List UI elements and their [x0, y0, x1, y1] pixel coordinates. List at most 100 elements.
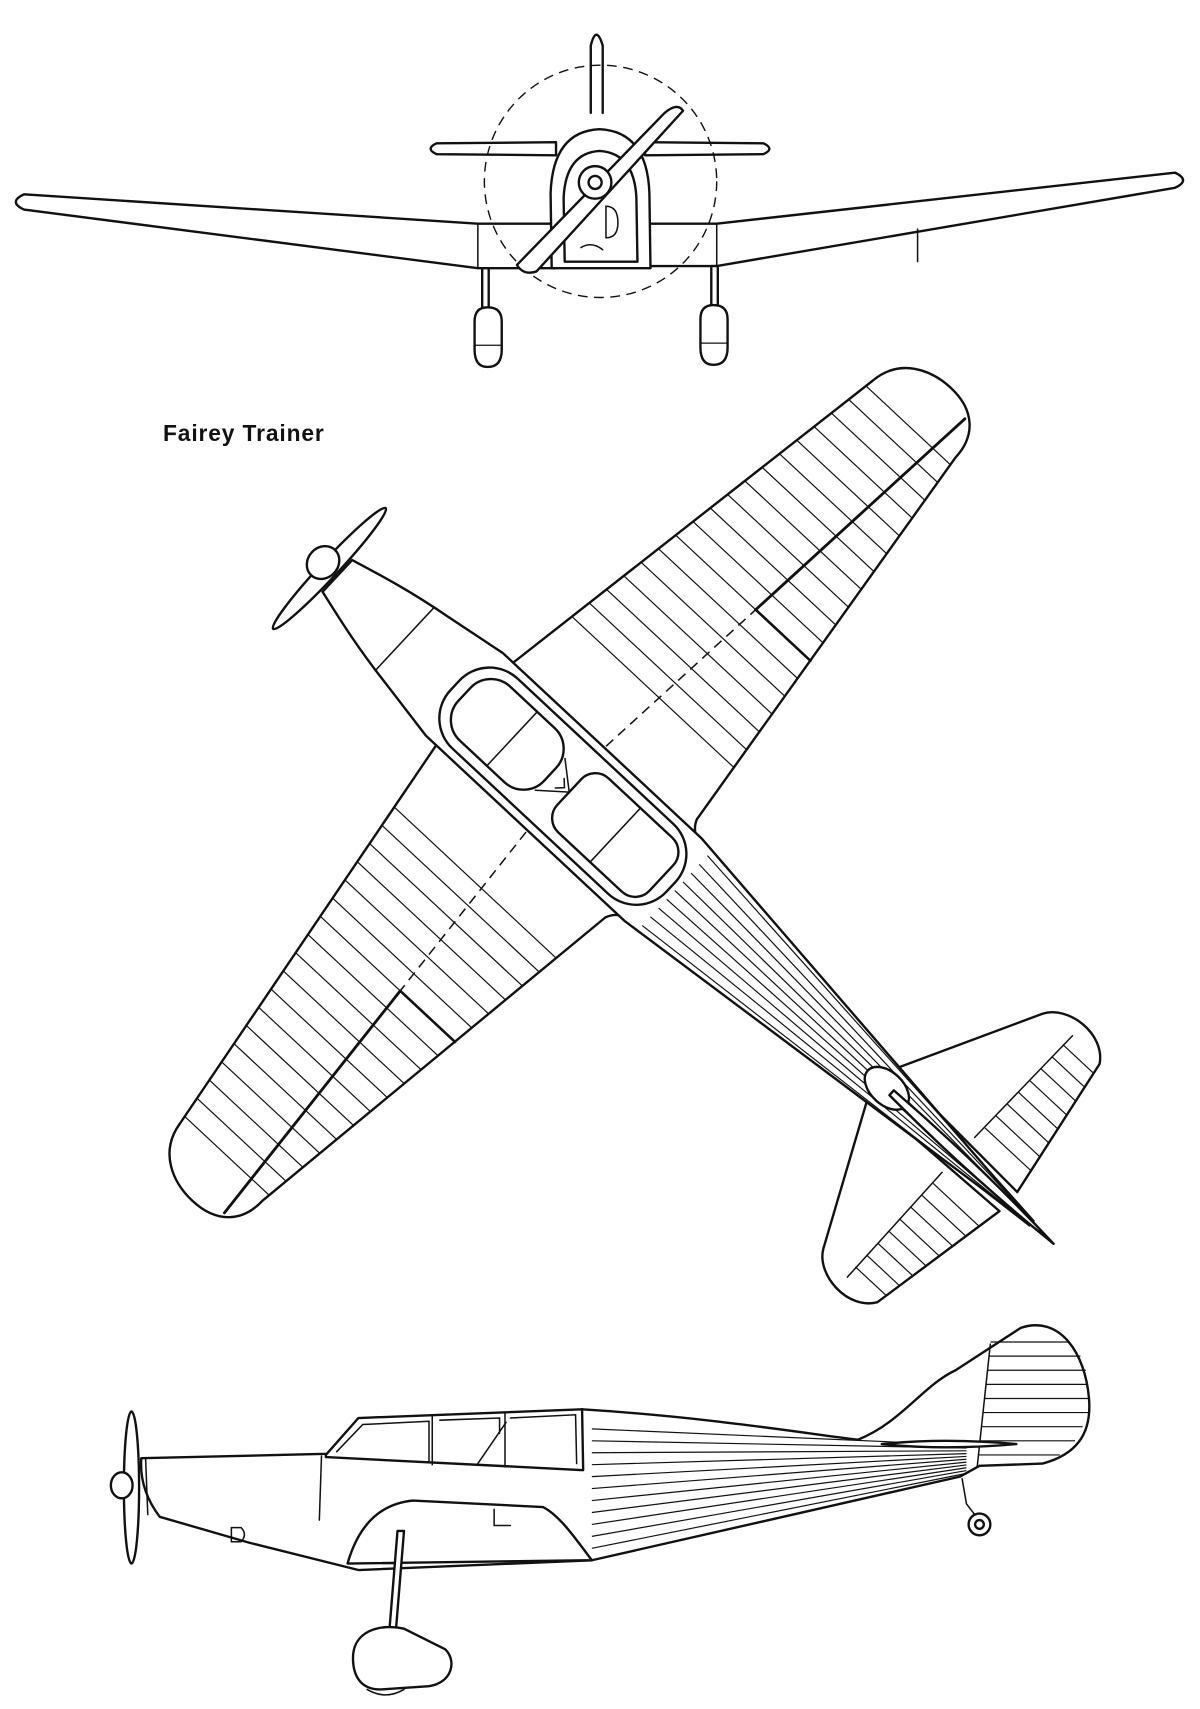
plan-spar-right	[605, 609, 757, 747]
side-cowl-panel	[230, 1526, 246, 1543]
front-spinner-hub	[587, 174, 603, 191]
wing-rib	[709, 507, 837, 626]
wing-rib	[796, 439, 900, 537]
front-wing-left	[14, 193, 558, 270]
front-wheel-spat-right	[699, 303, 729, 367]
plan-elevator-hinge-left	[846, 1171, 943, 1278]
elevator-rib	[877, 1242, 914, 1277]
plan-windscreen	[534, 757, 571, 793]
plan-stabilizer-right	[893, 1011, 1102, 1194]
front-fin	[589, 33, 604, 115]
wing-rib	[813, 426, 913, 519]
wing-rib	[393, 806, 557, 959]
elevator-rib	[910, 1206, 953, 1247]
side-canopy	[324, 1408, 585, 1472]
front-cowl-panel	[605, 205, 619, 239]
side-tailwheel-leg	[961, 1478, 979, 1519]
side-fuselage-stringers	[591, 1428, 967, 1549]
side-wing-fillet-line	[493, 1508, 512, 1527]
wing-rib	[196, 1097, 287, 1182]
side-rudder-ribs	[978, 1341, 1090, 1456]
wing-rib	[270, 988, 388, 1098]
fuselage-stringer	[698, 863, 1035, 1223]
side-rear-windscreen	[439, 1417, 507, 1465]
fuselage-stringer	[641, 925, 1031, 1227]
wing-rib	[208, 1079, 304, 1168]
plan-elevator-hinge-right	[973, 1034, 1074, 1139]
front-gear-leg-left	[480, 266, 490, 311]
side-stabilizer-front	[880, 1439, 1018, 1449]
plan-canopy-frame	[589, 807, 642, 863]
wing-rib	[848, 399, 939, 483]
wing-rib	[727, 494, 849, 608]
plan-aileron-end-right	[754, 608, 812, 663]
side-wheel-tyre	[366, 1688, 405, 1696]
fuselage-stringer	[591, 1450, 967, 1454]
wing-rib	[571, 616, 735, 768]
wing-rib	[295, 952, 422, 1071]
wing-rib	[184, 1116, 270, 1196]
wing-rib	[221, 1061, 321, 1154]
wing-rib	[779, 453, 888, 555]
wing-rib	[744, 480, 862, 590]
elevator-rib	[888, 1230, 927, 1267]
side-canopy-rear-glazing	[509, 1413, 578, 1465]
fuselage-stringer	[591, 1458, 967, 1490]
plan-aileron-hinge-right	[754, 417, 967, 612]
fuselage-stringer	[591, 1453, 967, 1466]
fuselage-stringer	[706, 855, 1035, 1222]
elevator-rib	[1029, 1079, 1068, 1116]
front-tailplane-left	[429, 141, 558, 157]
wing-rib	[258, 1006, 371, 1112]
wing-rib	[332, 897, 473, 1029]
wing-rib	[640, 561, 786, 697]
fuselage-stringer	[650, 916, 1031, 1227]
fuselage-stringer	[591, 1469, 967, 1537]
elevator-rib	[921, 1194, 967, 1237]
wing-rib	[658, 548, 798, 679]
wing-rib	[356, 861, 506, 1001]
plan-cowl-joint	[374, 606, 436, 672]
side-wing-root	[346, 1499, 594, 1565]
plan-aileron-hinge-left	[222, 989, 402, 1215]
wing-rib	[623, 575, 773, 715]
wing-rib	[282, 970, 405, 1085]
plan-aileron-end-left	[398, 989, 457, 1044]
front-propeller-disc	[483, 64, 718, 299]
plan-canopy-front	[449, 677, 565, 791]
fuselage-stringer	[591, 1455, 967, 1478]
front-view	[14, 33, 1185, 369]
diagram-title: Fairey Trainer	[163, 420, 325, 446]
side-cowl-joint	[318, 1455, 323, 1521]
elevator-rib	[1062, 1044, 1095, 1074]
wing-rib	[344, 879, 490, 1015]
elevator-rib	[932, 1183, 980, 1227]
plan-elevator-ribs	[855, 1044, 1095, 1297]
plan-stabilizer-left	[821, 1096, 1001, 1305]
side-canopy-front-glazing	[335, 1420, 430, 1463]
elevator-rib	[866, 1254, 900, 1287]
wing-rib	[692, 521, 824, 644]
plan-fin-rudder	[888, 1089, 1055, 1246]
plan-spinner	[305, 544, 341, 581]
elevator-rib	[984, 1127, 1032, 1172]
plan-wing-ribs	[184, 385, 951, 1196]
side-nose-ring	[144, 1457, 149, 1516]
wing-rib	[233, 1043, 338, 1140]
front-tailplane-right	[643, 141, 771, 157]
side-spinner	[109, 1471, 134, 1500]
wing-rib	[588, 602, 747, 751]
fuselage-stringer	[591, 1464, 967, 1514]
wing-rib	[245, 1025, 354, 1126]
side-wheel-spat	[351, 1625, 453, 1691]
wing-rib	[307, 934, 439, 1057]
elevator-rib	[1051, 1056, 1086, 1088]
front-exhaust	[580, 244, 604, 251]
side-tailwheel-hub	[973, 1518, 986, 1530]
wing-rib	[761, 466, 875, 572]
plan-view	[168, 366, 1102, 1305]
elevator-rib	[995, 1115, 1041, 1158]
fuselage-stringer	[674, 890, 1033, 1225]
front-gear-leg-right	[710, 264, 720, 308]
